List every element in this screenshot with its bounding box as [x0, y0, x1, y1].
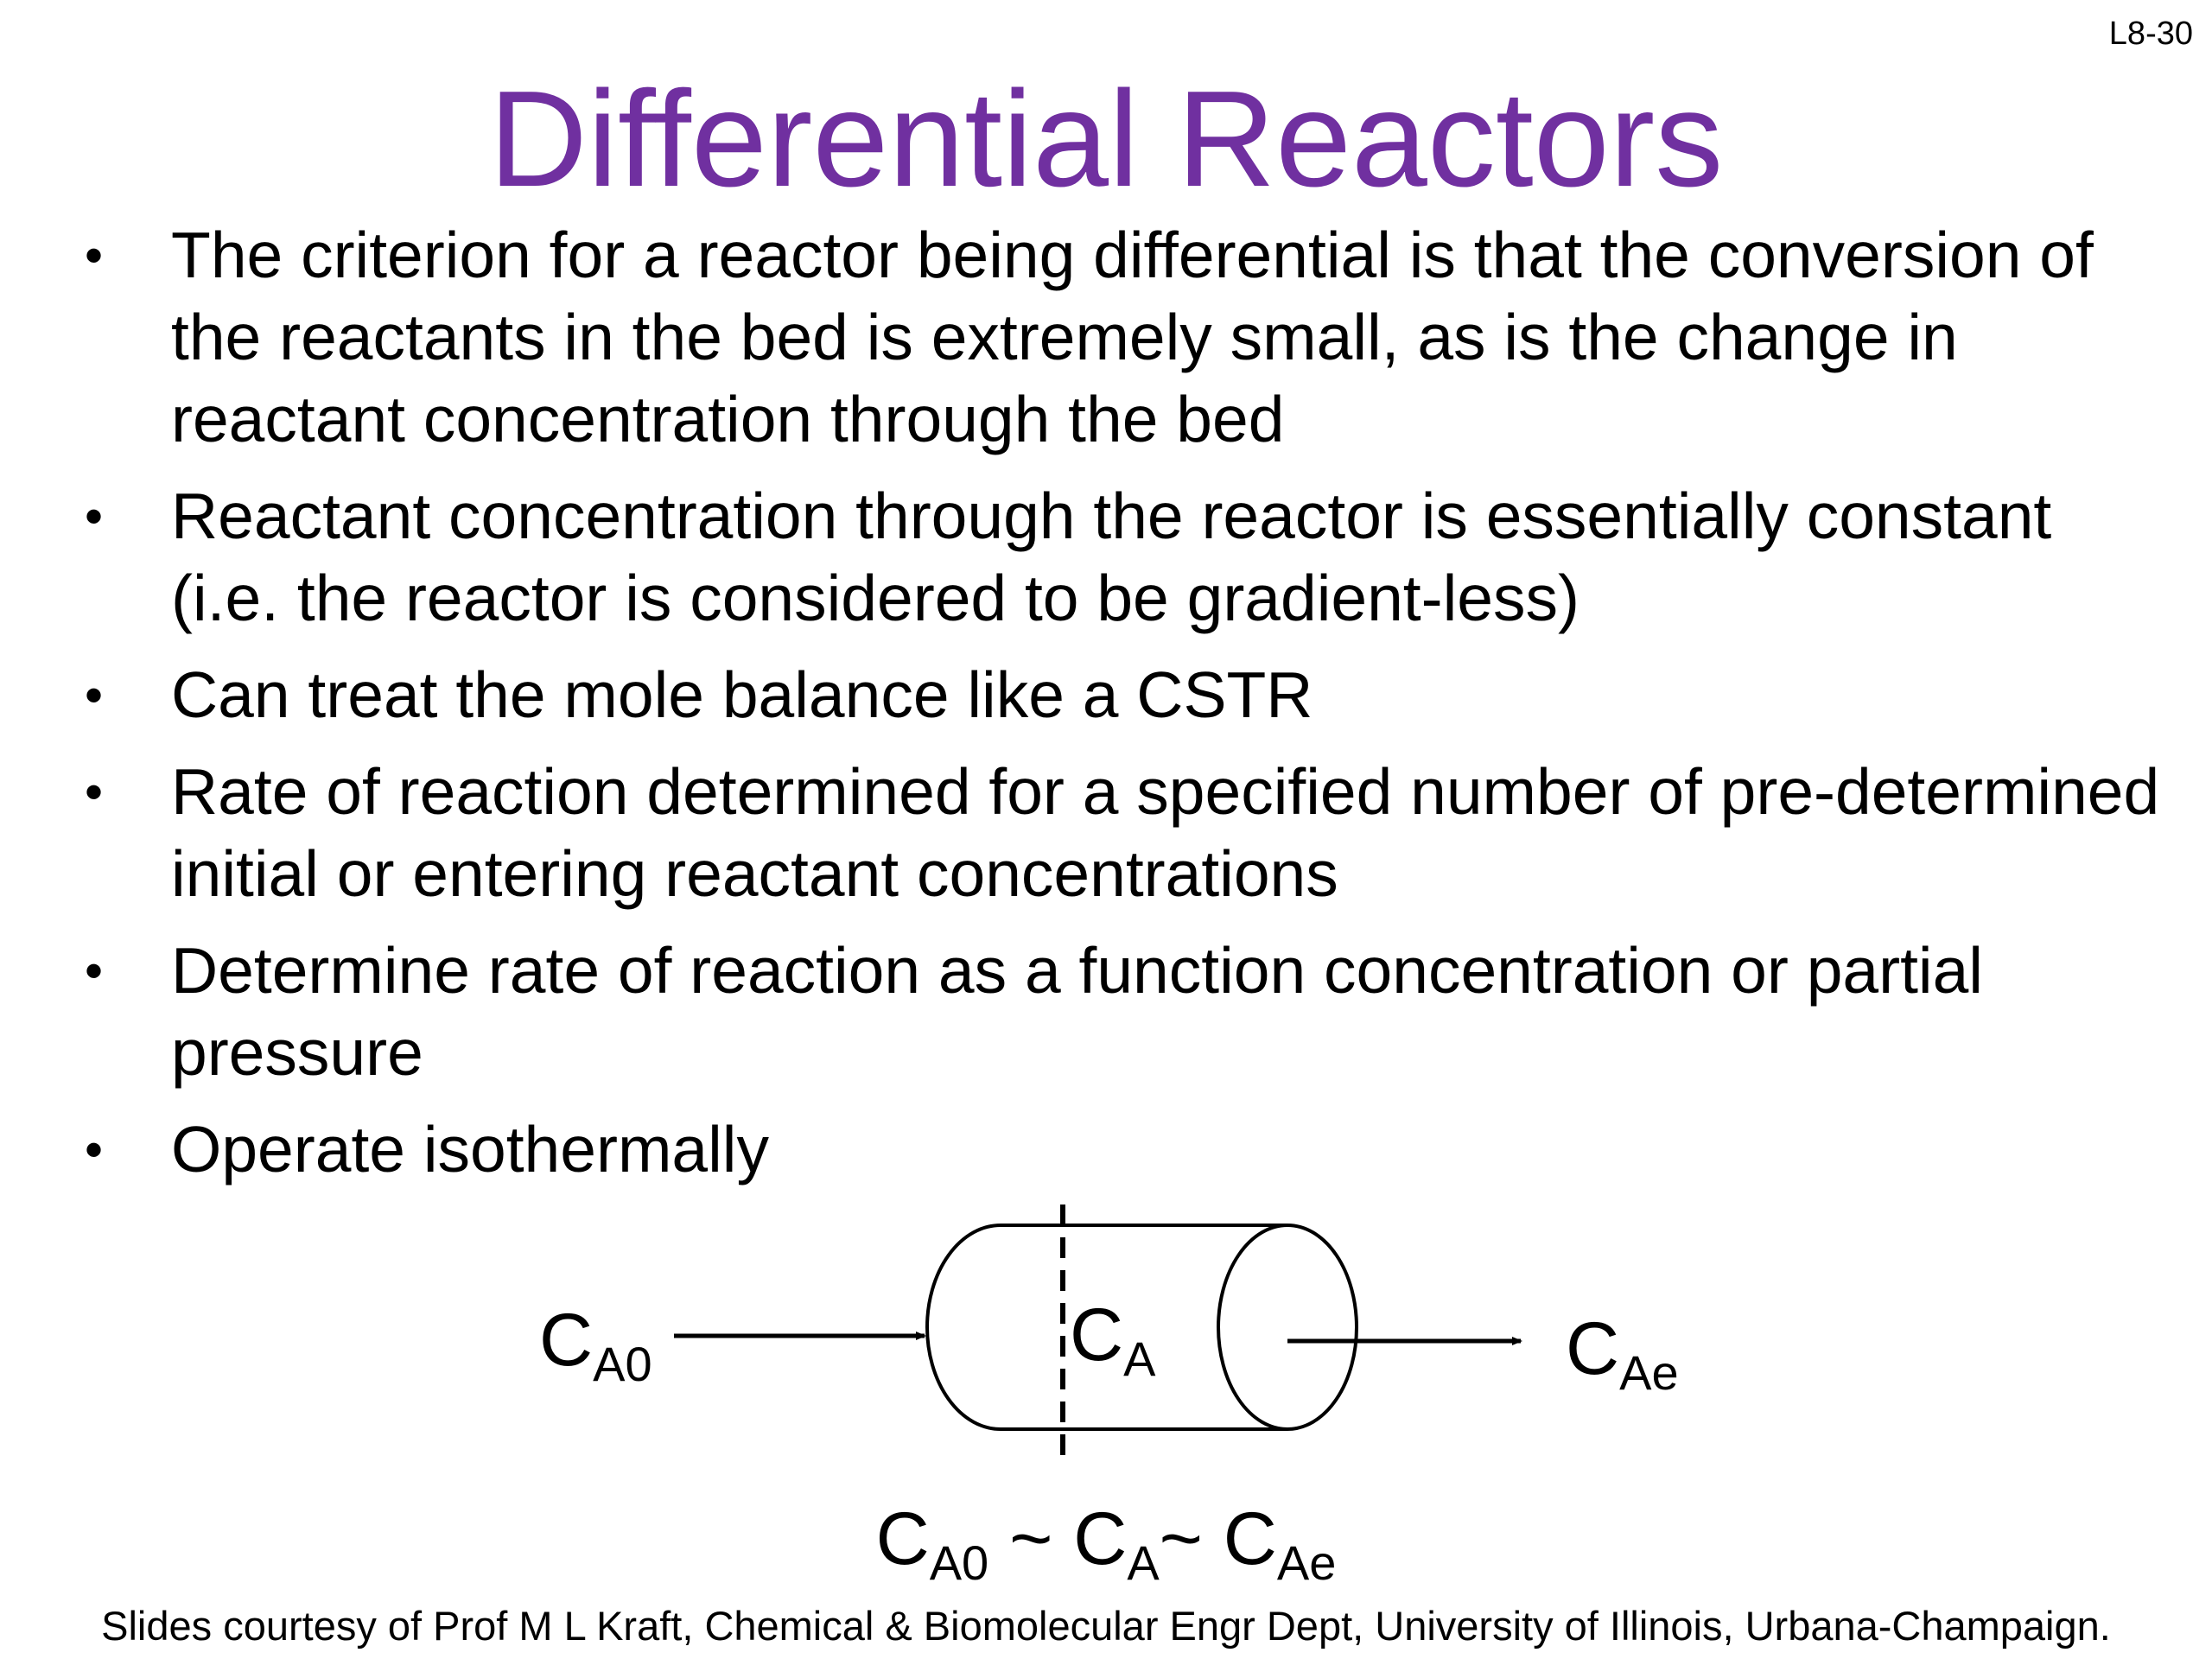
inlet-concentration-label: CA0 [539, 1299, 652, 1391]
reactor-end-ellipse [1217, 1224, 1358, 1431]
bullet-dot-icon: • [85, 1121, 104, 1179]
bullet-item: • Reactant concentration through the rea… [85, 475, 2176, 639]
bullet-item: • Determine rate of reaction as a functi… [85, 930, 2176, 1094]
bullet-dot-icon: • [85, 487, 104, 545]
reactor-svg [674, 1205, 1522, 1457]
bullet-item: • Rate of reaction determined for a spec… [85, 751, 2176, 915]
reactor-concentration-label: CA [1070, 1294, 1156, 1386]
bullet-text: The criterion for a reactor being differ… [171, 219, 2094, 455]
bullet-text: Determine rate of reaction as a function… [171, 934, 1983, 1089]
slide-number: L8-30 [2108, 16, 2193, 52]
bullet-list: • The criterion for a reactor being diff… [85, 214, 2176, 1205]
bullet-text: Reactant concentration through the react… [171, 480, 2052, 634]
bullet-dot-icon: • [85, 226, 104, 284]
bullet-item: • The criterion for a reactor being diff… [85, 214, 2176, 461]
reactor-diagram: CA0 CA CAe [501, 1192, 1745, 1486]
slide-footer: Slides courtesy of Prof M L Kraft, Chemi… [101, 1603, 2111, 1649]
reactor-cylinder [925, 1224, 1287, 1431]
bullet-item: • Can treat the mole balance like a CSTR [85, 654, 2176, 736]
concentration-equation: CA0 ~ CA~ CAe [875, 1497, 1337, 1590]
bullet-item: • Operate isothermally [85, 1109, 2176, 1191]
outlet-concentration-label: CAe [1566, 1307, 1679, 1400]
bullet-text: Operate isothermally [171, 1113, 769, 1185]
bullet-text: Rate of reaction determined for a specif… [171, 755, 2160, 910]
bullet-dot-icon: • [85, 666, 104, 724]
slide-title: Differential Reactors [488, 63, 1724, 215]
bullet-dot-icon: • [85, 763, 104, 821]
bullet-dot-icon: • [85, 942, 104, 1000]
bullet-text: Can treat the mole balance like a CSTR [171, 658, 1313, 731]
